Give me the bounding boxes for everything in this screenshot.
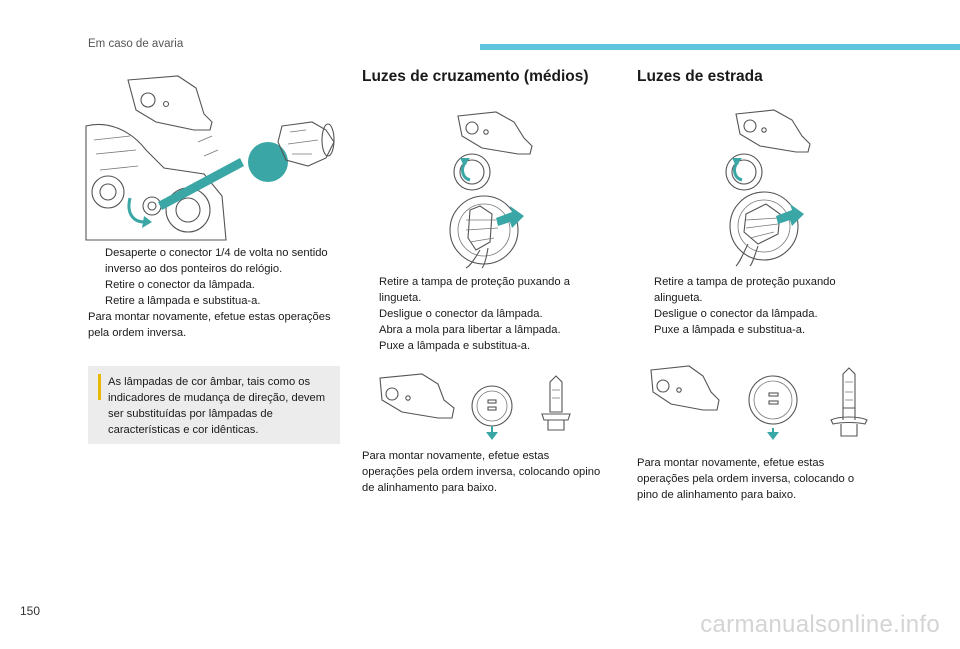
rotate-arrow-icon	[142, 216, 152, 228]
left-instructions: Desaperte o conector 1/4 de volta no sen…	[88, 245, 340, 341]
list-item: Desligue o conector da lâmpada.	[654, 308, 818, 320]
down-arrow-icon	[486, 432, 498, 440]
list-item: Desaperte o conector 1/4 de volta no sen…	[105, 247, 328, 275]
list-item: Puxe a lâmpada e substitua-a.	[654, 324, 806, 336]
list-item: Retire a tampa de proteção puxando aling…	[654, 276, 836, 304]
high-beam-section: Luzes de estrada	[637, 67, 877, 87]
info-marker-icon	[98, 374, 101, 400]
list-item: Retire o conector da lâmpada.	[105, 279, 255, 291]
low-beam-instructions: Retire a tampa de proteção puxando a lin…	[362, 274, 602, 354]
section-title: Em caso de avaria	[88, 38, 184, 50]
reassembly-note: Para montar novamente, efetue estas oper…	[88, 311, 331, 339]
list-item: Puxe a lâmpada e substitua-a.	[379, 340, 531, 352]
left-headlamp-illustration	[85, 75, 335, 241]
watermark: carmanualsonline.info	[700, 611, 940, 638]
list-item: Retire a lâmpada e substitua-a.	[105, 295, 261, 307]
list-item: Abra a mola para libertar a lâmpada.	[379, 324, 561, 336]
info-text: As lâmpadas de cor âmbar, tais como os i…	[108, 376, 326, 436]
low-beam-reassembly: Para montar novamente, efetue estas oper…	[362, 450, 601, 494]
section-heading-high-beam: Luzes de estrada	[637, 68, 763, 85]
page-number: 150	[20, 604, 41, 618]
low-beam-bulb-illustration	[379, 373, 571, 440]
low-beam-section: Luzes de cruzamento (médios)	[362, 67, 602, 87]
info-box: As lâmpadas de cor âmbar, tais como os i…	[88, 366, 340, 444]
high-beam-reassembly: Para montar novamente, efetue estas oper…	[637, 457, 855, 501]
low-beam-removal-illustration	[449, 111, 533, 269]
high-beam-bulb-illustration	[650, 365, 868, 440]
header-accent-bar	[480, 44, 960, 50]
down-arrow-icon	[767, 432, 779, 440]
list-item: Desligue o conector da lâmpada.	[379, 308, 543, 320]
pull-arrow-icon	[776, 204, 804, 226]
list-item: Retire a tampa de proteção puxando a lin…	[379, 276, 570, 304]
high-beam-instructions: Retire a tampa de proteção puxando aling…	[637, 274, 877, 338]
pull-arrow-icon	[496, 206, 524, 228]
high-beam-removal-illustration	[725, 109, 811, 267]
section-heading-low-beam: Luzes de cruzamento (médios)	[362, 68, 589, 85]
